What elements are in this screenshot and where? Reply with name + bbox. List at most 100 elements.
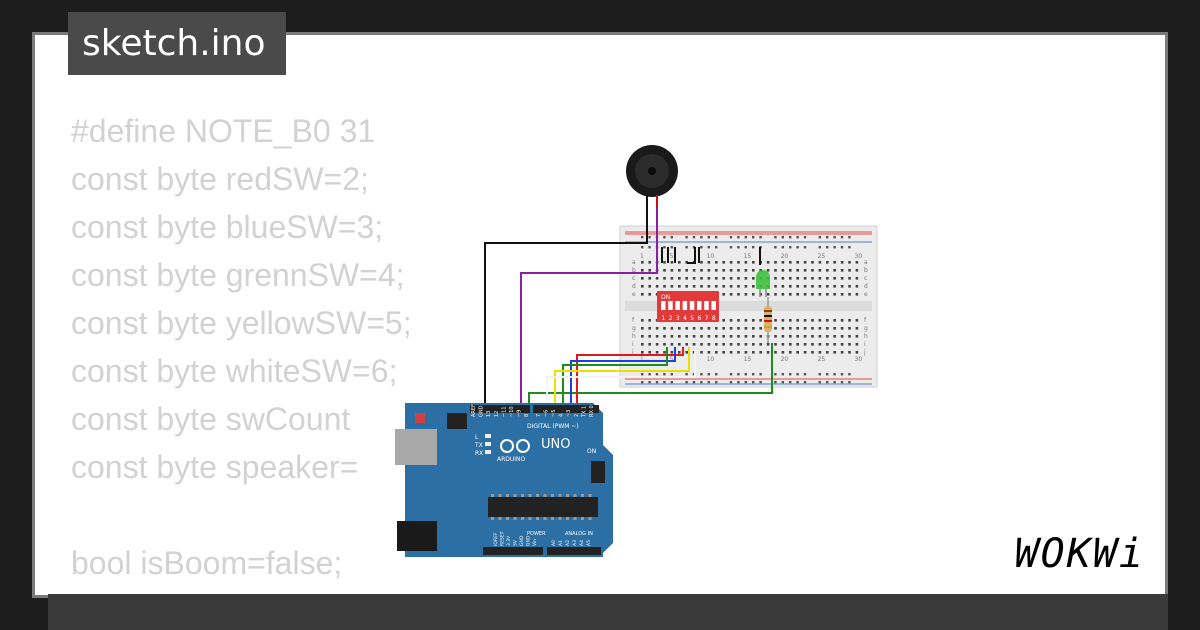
breadboard-col-label: 5: [670, 356, 674, 363]
pin-label: A3: [572, 540, 578, 546]
buzzer[interactable]: [626, 145, 678, 207]
pin-label: 5V: [513, 539, 519, 546]
pin-label: ~6: [543, 410, 549, 417]
breadboard-row-label: i: [632, 341, 634, 348]
breadboard-col-label: 25: [818, 253, 826, 260]
dip-toggle[interactable]: [704, 301, 709, 310]
arduino-logo: [500, 439, 530, 453]
breadboard-col-label: 25: [818, 356, 826, 363]
breadboard-row-label: a: [632, 259, 636, 266]
code-line: const byte yellowSW=5;: [71, 305, 412, 341]
dip-number: 6: [698, 315, 702, 322]
dip-toggle[interactable]: [682, 301, 688, 310]
svg-text:ON: ON: [587, 448, 596, 455]
pin-label: ~9: [517, 410, 523, 417]
pin-label: GND: [479, 405, 485, 417]
board-led: [485, 434, 491, 438]
pin-label: ~10: [509, 406, 515, 417]
breadboard-jumpers: [661, 247, 761, 265]
breadboard-col-label: 20: [781, 253, 789, 260]
pin-label: TX 1: [581, 406, 587, 418]
pin-label: 4: [559, 414, 565, 417]
resistor[interactable]: [764, 297, 772, 343]
breadboard-row-label: g: [864, 325, 868, 332]
breadboard-col-label: 20: [781, 356, 789, 363]
pin-label: ~3: [566, 410, 572, 417]
pin-label: 7: [536, 414, 542, 417]
dip-number: 5: [690, 315, 694, 322]
breadboard-row-label: a: [864, 259, 868, 266]
breadboard-row-label: b: [864, 267, 868, 274]
breadboard-row-label: h: [864, 333, 868, 340]
card-shadow: [48, 594, 1168, 630]
breadboard-row-label: f: [632, 317, 635, 324]
breadboard-col-label: 10: [707, 356, 715, 363]
breadboard-row-label: c: [632, 275, 635, 282]
breadboard-col-label: 10: [707, 253, 715, 260]
dip-number: 1: [662, 315, 666, 322]
code-line: const byte whiteSW=6;: [71, 353, 398, 389]
pin-label: RESET: [500, 531, 506, 546]
pin-label: RX 0: [589, 405, 595, 417]
dip-toggle[interactable]: [668, 301, 673, 310]
code-line: const byte speaker=: [71, 449, 359, 485]
dip-toggle[interactable]: [661, 301, 666, 310]
pin-label: IOREF: [493, 532, 499, 546]
breadboard-row-label: j: [631, 349, 634, 356]
dip-toggle[interactable]: [675, 301, 680, 310]
code-line: const byte blueSW=3;: [71, 209, 384, 245]
pin-label: AREF: [471, 404, 477, 417]
board-led: [485, 442, 491, 446]
breadboard-col-label: 5: [670, 253, 674, 260]
breadboard-row-label: f: [864, 317, 867, 324]
pin-label: A1: [558, 540, 564, 546]
pin-label: ~11: [501, 406, 507, 417]
svg-text:UNO: UNO: [541, 437, 570, 452]
wokwi-logo: WOKWi: [1014, 531, 1145, 577]
green-led[interactable]: [756, 270, 770, 297]
pin-label: GND: [519, 535, 525, 546]
pin-label: 2: [574, 414, 580, 417]
board-led-label: L: [475, 434, 479, 441]
code-line: const byte redSW=2;: [71, 161, 369, 197]
breadboard-col-label: 30: [855, 253, 863, 260]
dip-toggle[interactable]: [697, 301, 702, 310]
breadboard-col-label: 15: [744, 253, 752, 260]
pin-label: 12: [494, 411, 500, 417]
pin-label: ~5: [551, 410, 557, 417]
code-line: [71, 491, 412, 539]
dip-number: 7: [705, 315, 709, 322]
breadboard-row-label: b: [632, 267, 636, 274]
pin-label: GND: [526, 535, 532, 546]
breadboard-row-label: c: [864, 275, 867, 282]
code-line: bool isBoom=false;: [71, 545, 343, 581]
pin-label: A4: [579, 540, 585, 546]
pin-label: A2: [565, 540, 571, 546]
breadboard-col-label: 1: [640, 356, 644, 363]
breadboard-col-label: 30: [855, 356, 863, 363]
dip-number: 4: [683, 315, 687, 322]
svg-text:ARDUINO: ARDUINO: [497, 456, 526, 463]
file-tab-title: sketch.ino: [68, 12, 286, 75]
code-line: const byte grennSW=4;: [71, 257, 405, 293]
dip-toggle[interactable]: [689, 301, 695, 310]
svg-text:ON: ON: [661, 294, 670, 301]
breadboard-row-label: g: [632, 325, 636, 332]
wires: [484, 207, 773, 407]
pin-label: 3.3V: [506, 535, 512, 546]
board-led: [485, 450, 491, 454]
dip-toggle[interactable]: [711, 301, 716, 310]
pin-label: Vin: [532, 539, 538, 546]
breadboard-col-label: 1: [640, 253, 644, 260]
breadboard-col-label: 15: [744, 356, 752, 363]
breadboard-row-label: e: [632, 291, 636, 298]
dip-number: 3: [676, 315, 680, 322]
board-led-label: TX: [474, 442, 483, 449]
pin-label: 8: [524, 414, 530, 417]
code-line: const byte swCount: [71, 401, 351, 437]
